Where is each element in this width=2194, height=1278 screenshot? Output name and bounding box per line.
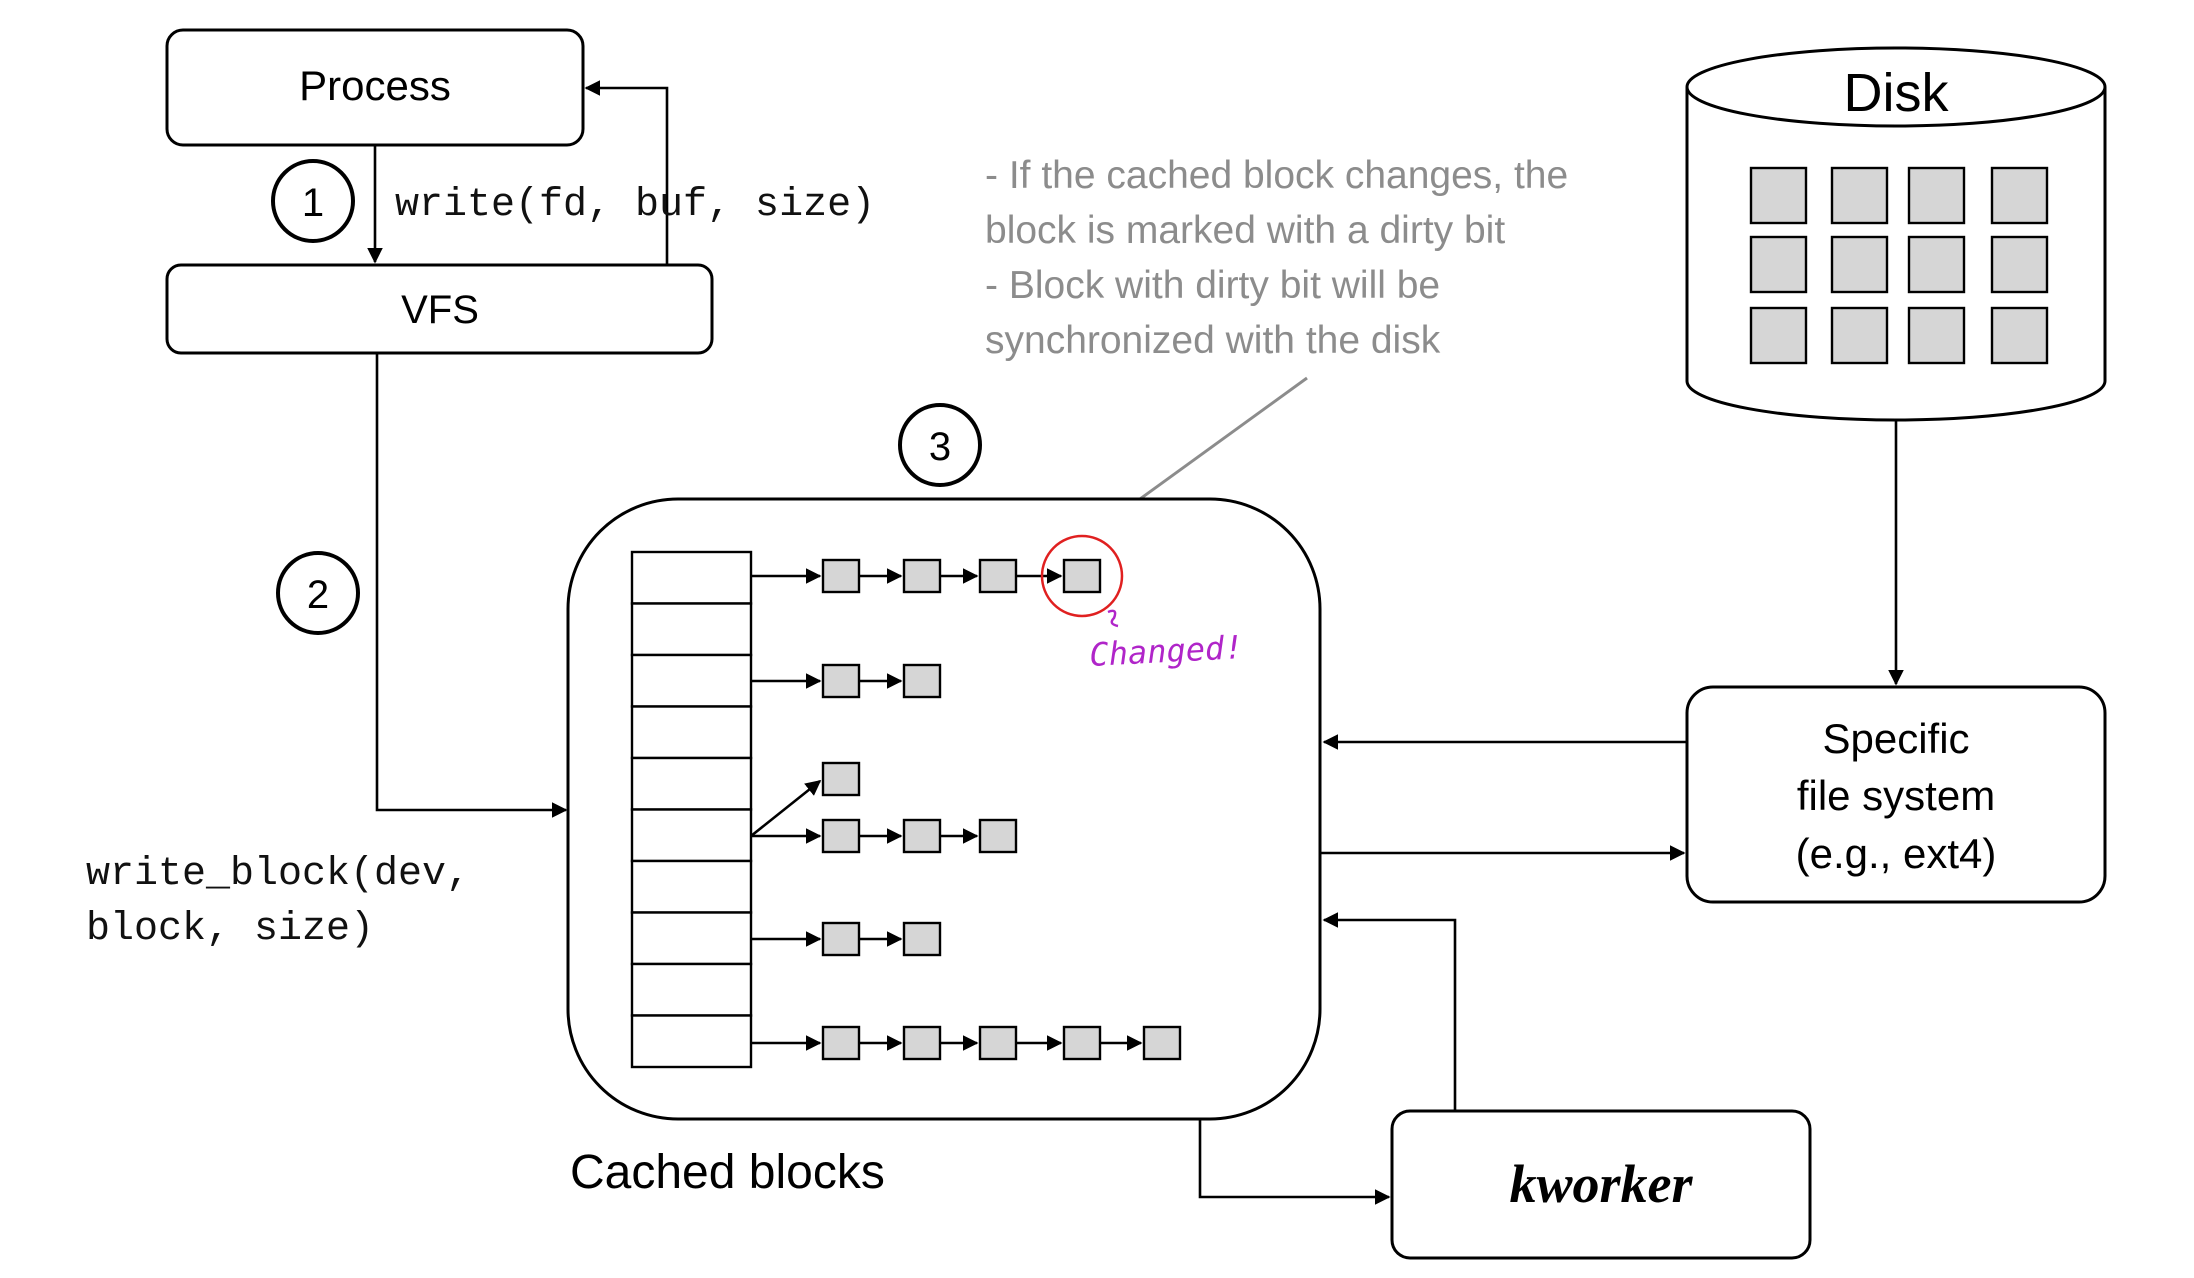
- cached-block: [978, 818, 1018, 854]
- cached-block: [902, 558, 942, 594]
- cached-block: [902, 818, 942, 854]
- hash-table-cell: [630, 705, 753, 760]
- step-1-number: 1: [302, 181, 324, 225]
- block-chain-5: [751, 1025, 1182, 1061]
- hash-table-cell: [630, 756, 753, 811]
- process-label: Process: [299, 62, 451, 109]
- hash-table: [630, 550, 753, 1069]
- disk-label: Disk: [1844, 63, 1950, 123]
- disk-block: [1990, 235, 2049, 294]
- write-block-call-line1: write_block(dev,: [86, 852, 470, 897]
- cache-label: Cached blocks: [570, 1146, 885, 1199]
- hash-table-cell: [630, 962, 753, 1017]
- hash-table-cell: [630, 911, 753, 966]
- hash-table-cell: [630, 653, 753, 708]
- disk-block: [1907, 235, 1966, 294]
- cached-block: [821, 921, 861, 957]
- filesystem-label-line3: (e.g., ext4): [1796, 830, 1997, 877]
- cached-block: [902, 663, 942, 699]
- note-line-3: - Block with dirty bit will be: [985, 264, 1440, 307]
- filesystem-label-line1: Specific: [1822, 715, 1969, 762]
- write-block-call-line2: block, size): [86, 907, 374, 952]
- kworker-to-cache-arrow: [1322, 912, 1457, 1111]
- cache-to-kworker-arrow: [1198, 1119, 1391, 1205]
- step-1-circle: [271, 159, 355, 243]
- filesystem-box: [1685, 685, 2107, 904]
- disk-block: [1749, 235, 1808, 294]
- block-chain-3: [750, 761, 1018, 854]
- step-3-circle: [898, 403, 982, 487]
- cached-block: [821, 1025, 861, 1061]
- cached-block: [821, 761, 861, 797]
- cached-block: [902, 921, 942, 957]
- block-chain-1: [751, 558, 1102, 594]
- cached-block: [902, 1025, 942, 1061]
- cached-block: [1142, 1025, 1182, 1061]
- cached-block: [821, 818, 861, 854]
- block-chain-4: [751, 921, 942, 957]
- step-2-number: 2: [307, 573, 329, 617]
- disk-block: [1990, 306, 2049, 365]
- disk-cylinder: Disk: [1685, 46, 2107, 422]
- disk-blocks: [1749, 166, 2049, 365]
- note-line-1: - If the cached block changes, the: [985, 154, 1568, 197]
- cached-block: [821, 663, 861, 699]
- kworker-label: kworker: [1509, 1154, 1693, 1214]
- vfs-to-cache-arrow: [375, 353, 568, 818]
- disk-block: [1990, 166, 2049, 225]
- disk-block: [1749, 166, 1808, 225]
- block-chain-2: [751, 663, 942, 699]
- vfs-label: VFS: [401, 288, 479, 332]
- cache-container: [566, 497, 1322, 1121]
- note-line-4: synchronized with the disk: [985, 319, 1441, 362]
- cached-block: [821, 558, 861, 594]
- hash-table-cell: [630, 808, 753, 863]
- kworker-box: [1390, 1109, 1812, 1260]
- dirty-block: [1062, 558, 1102, 594]
- disk-block: [1830, 235, 1889, 294]
- cached-block: [978, 1025, 1018, 1061]
- hash-table-cell: [630, 859, 753, 914]
- vfs-to-process-return-arrow: [584, 80, 669, 265]
- disk-block: [1830, 166, 1889, 225]
- step-3-number: 3: [929, 425, 951, 469]
- cached-block: [1062, 1025, 1102, 1061]
- dirty-block-highlight-circle: [1040, 534, 1124, 618]
- hash-table-cell: [630, 1014, 753, 1069]
- write-call-label: write(fd, buf, size): [395, 183, 875, 228]
- hash-table-cell: [630, 550, 753, 605]
- disk-block: [1830, 306, 1889, 365]
- cached-block: [978, 558, 1018, 594]
- note-line-2: block is marked with a dirty bit: [985, 209, 1505, 252]
- chain-link: [750, 779, 822, 838]
- changed-annotation: Changed!: [1088, 628, 1244, 674]
- vfs-box: [165, 263, 714, 355]
- disk-block: [1907, 166, 1966, 225]
- hash-table-cell: [630, 602, 753, 657]
- disk-top: [1685, 46, 2107, 128]
- step-2-circle: [276, 551, 360, 635]
- filesystem-label-line2: file system: [1797, 772, 1995, 819]
- disk-block: [1749, 306, 1808, 365]
- handwritten-squiggle: [1107, 609, 1119, 628]
- disk-block: [1907, 306, 1966, 365]
